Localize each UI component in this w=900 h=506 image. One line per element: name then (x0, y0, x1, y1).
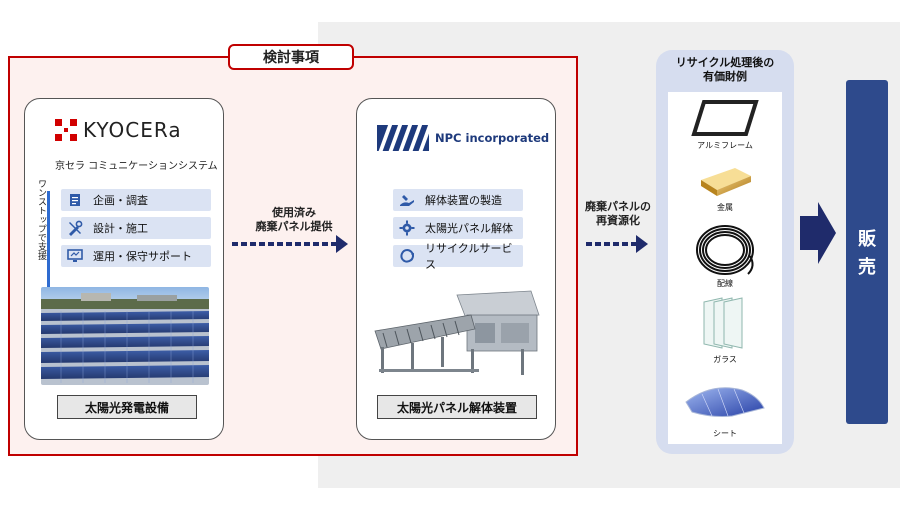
material-label: ガラス (713, 355, 737, 364)
big-right-arrow-icon (800, 202, 836, 264)
service-item-label: 運用・保守サポート (93, 250, 192, 263)
service-item-label: 設計・施工 (93, 222, 148, 235)
gold-bar-icon (668, 162, 782, 204)
npc-card: NPC incorporated 解体装置の製造 太陽光パネル解体 リサイクルサ… (356, 98, 556, 440)
npc-logo: NPC incorporated (377, 125, 549, 151)
service-item-design: 設計・施工 (61, 217, 211, 239)
materials-list: アルミフレーム 金属 配線 (668, 92, 782, 444)
right-arrow-icon (336, 235, 348, 253)
kyocera-subtitle: 京セラ コミュニケーションシステム (55, 161, 218, 172)
service-item-label: 解体装置の製造 (425, 194, 502, 207)
cable-coil-icon (668, 220, 782, 284)
consideration-tag: 検討事項 (228, 44, 354, 70)
kyocera-logo-text: KYOCERa (83, 118, 182, 142)
service-item-manufacture: 解体装置の製造 (393, 189, 523, 211)
material-label: シート (713, 429, 737, 438)
service-item-label: 企画・調査 (93, 194, 148, 207)
monitor-icon (67, 248, 83, 264)
material-label: アルミフレーム (697, 141, 753, 150)
kyocera-logo: KYOCERa (55, 117, 182, 143)
solar-sheet-icon (668, 382, 782, 426)
materials-panel: リサイクル処理後の 有価財例 アルミフレーム 金属 配線 (656, 50, 794, 454)
service-item-label: 太陽光パネル解体 (425, 222, 513, 235)
clipboard-icon (67, 192, 83, 208)
glass-panes-icon (668, 294, 782, 356)
kyocera-mark-icon (55, 119, 77, 141)
solar-farm-photo (41, 287, 209, 385)
solar-facility-label: 太陽光発電設備 (57, 395, 197, 419)
right-arrow-icon (636, 235, 648, 253)
material-label: 金属 (717, 203, 733, 212)
recycle-icon (399, 248, 415, 264)
sales-box: 販 売 (846, 80, 888, 424)
service-item-planning: 企画・調査 (61, 189, 211, 211)
sales-char-2: 売 (858, 257, 876, 278)
npc-mark-icon (377, 125, 429, 151)
npc-logo-text: NPC incorporated (435, 131, 550, 145)
dismantling-machine-label: 太陽光パネル解体装置 (377, 395, 537, 419)
material-label: 配線 (717, 279, 733, 288)
service-item-maintenance: 運用・保守サポート (61, 245, 211, 267)
flow-label-supply: 使用済み 廃棄パネル提供 (255, 206, 333, 233)
dismantling-machine-photo (371, 285, 543, 385)
flow-arrow-supply-line (232, 242, 336, 246)
one-stop-note: ワンストップで支援 (36, 179, 46, 260)
service-item-dismantle: 太陽光パネル解体 (393, 217, 523, 239)
flow-label-recycle: 廃棄パネルの 再資源化 (585, 200, 651, 227)
aluminum-frame-icon (668, 98, 782, 142)
sales-char-1: 販 (858, 229, 876, 250)
tools-icon (67, 220, 83, 236)
kyocera-card: KYOCERa 京セラ コミュニケーションシステム ワンストップで支援 企画・調… (24, 98, 224, 440)
flow-arrow-recycle-line (586, 242, 636, 246)
materials-title: リサイクル処理後の 有価財例 (675, 56, 775, 83)
factory-hand-icon (399, 192, 415, 208)
service-item-label: リサイクルサービス (425, 242, 513, 271)
gear-icon (399, 220, 415, 236)
service-item-recycling: リサイクルサービス (393, 242, 523, 271)
